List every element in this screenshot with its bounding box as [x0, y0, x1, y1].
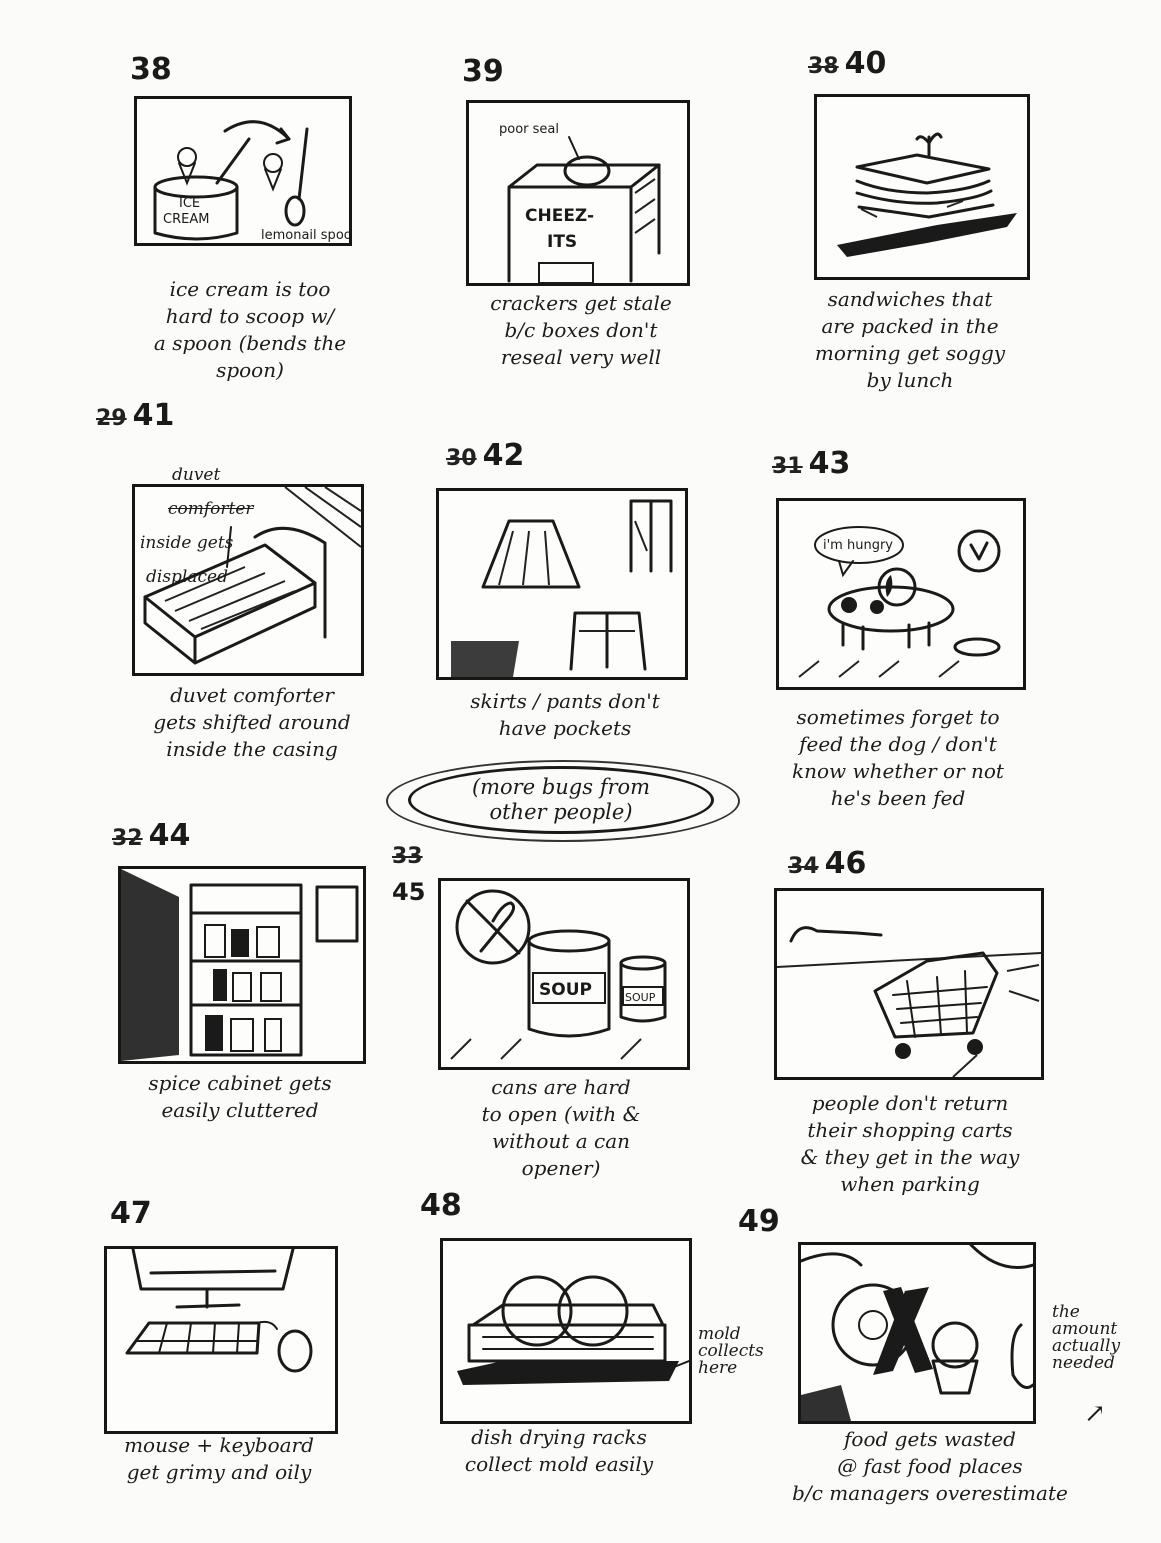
caption-42: skirts / pants don't have pockets — [470, 689, 660, 740]
svg-text:CHEEZ-: CHEEZ- — [525, 206, 594, 226]
storyboard-frame-39: poor seal CHEEZ- ITS — [466, 100, 690, 286]
arrow-up-icon: ↗ — [1084, 1399, 1106, 1429]
svg-text:ITS: ITS — [547, 232, 577, 252]
label-mold-collects-here: mold collects here — [698, 1324, 764, 1378]
caption-47: mouse + keyboard get grimy and oily — [124, 1433, 314, 1484]
frame-number-38: 38 — [130, 52, 172, 87]
caption-49: food gets wasted @ fast food places b/c … — [792, 1427, 1068, 1505]
svg-text:lemonail spoon: lemonail spoon — [261, 228, 349, 243]
svg-text:SOUP: SOUP — [539, 980, 592, 1000]
caption-40: sandwiches that are packed in the mornin… — [814, 287, 1006, 392]
frame-number-47: 47 — [110, 1196, 152, 1231]
svg-text:poor seal: poor seal — [499, 122, 559, 137]
storyboard-frame-44 — [118, 866, 366, 1064]
center-note-outer-ring — [386, 760, 740, 842]
caption-38: ice cream is too hard to scoop w/ a spoo… — [153, 277, 347, 382]
caption-46: people don't return their shopping carts… — [800, 1091, 1020, 1196]
storyboard-frame-40 — [814, 94, 1030, 280]
caption-41: duvet comforter gets shifted around insi… — [153, 683, 351, 761]
svg-text:CREAM: CREAM — [163, 212, 209, 227]
label-duvet-comforter: duvet comforter inside gets displaced — [140, 465, 254, 587]
caption-39: crackers get stale b/c boxes don't resea… — [490, 291, 672, 369]
caption-43: sometimes forget to feed the dog / don't… — [792, 705, 1004, 810]
storyboard-frame-43: i'm hungry — [776, 498, 1026, 690]
label-amount-actually-needed: the amount actually needed — [1052, 1302, 1121, 1373]
storyboard-frame-46 — [774, 888, 1044, 1080]
frame-number-39: 39 — [462, 54, 504, 89]
svg-text:i'm hungry: i'm hungry — [823, 538, 893, 553]
storyboard-frame-48 — [440, 1238, 692, 1424]
storyboard-frame-41 — [132, 484, 364, 676]
storyboard-frame-47 — [104, 1246, 338, 1434]
frame-number-48: 48 — [420, 1188, 462, 1223]
storyboard-frame-42 — [436, 488, 688, 680]
frame-number-49: 49 — [738, 1204, 780, 1239]
storyboard-frame-45: SOUP SOUP — [438, 878, 690, 1070]
caption-45: cans are hard to open (with & without a … — [481, 1075, 641, 1180]
svg-text:SOUP: SOUP — [625, 991, 656, 1004]
center-note-oval: (more bugs from other people) — [408, 766, 714, 834]
caption-48: dish drying racks collect mold easily — [464, 1425, 654, 1476]
storyboard-frame-38: ICE CREAM lemonail spoon — [134, 96, 352, 246]
storyboard-frame-49 — [798, 1242, 1036, 1424]
svg-text:ICE: ICE — [179, 196, 200, 211]
caption-44: spice cabinet gets easily cluttered — [148, 1071, 332, 1122]
